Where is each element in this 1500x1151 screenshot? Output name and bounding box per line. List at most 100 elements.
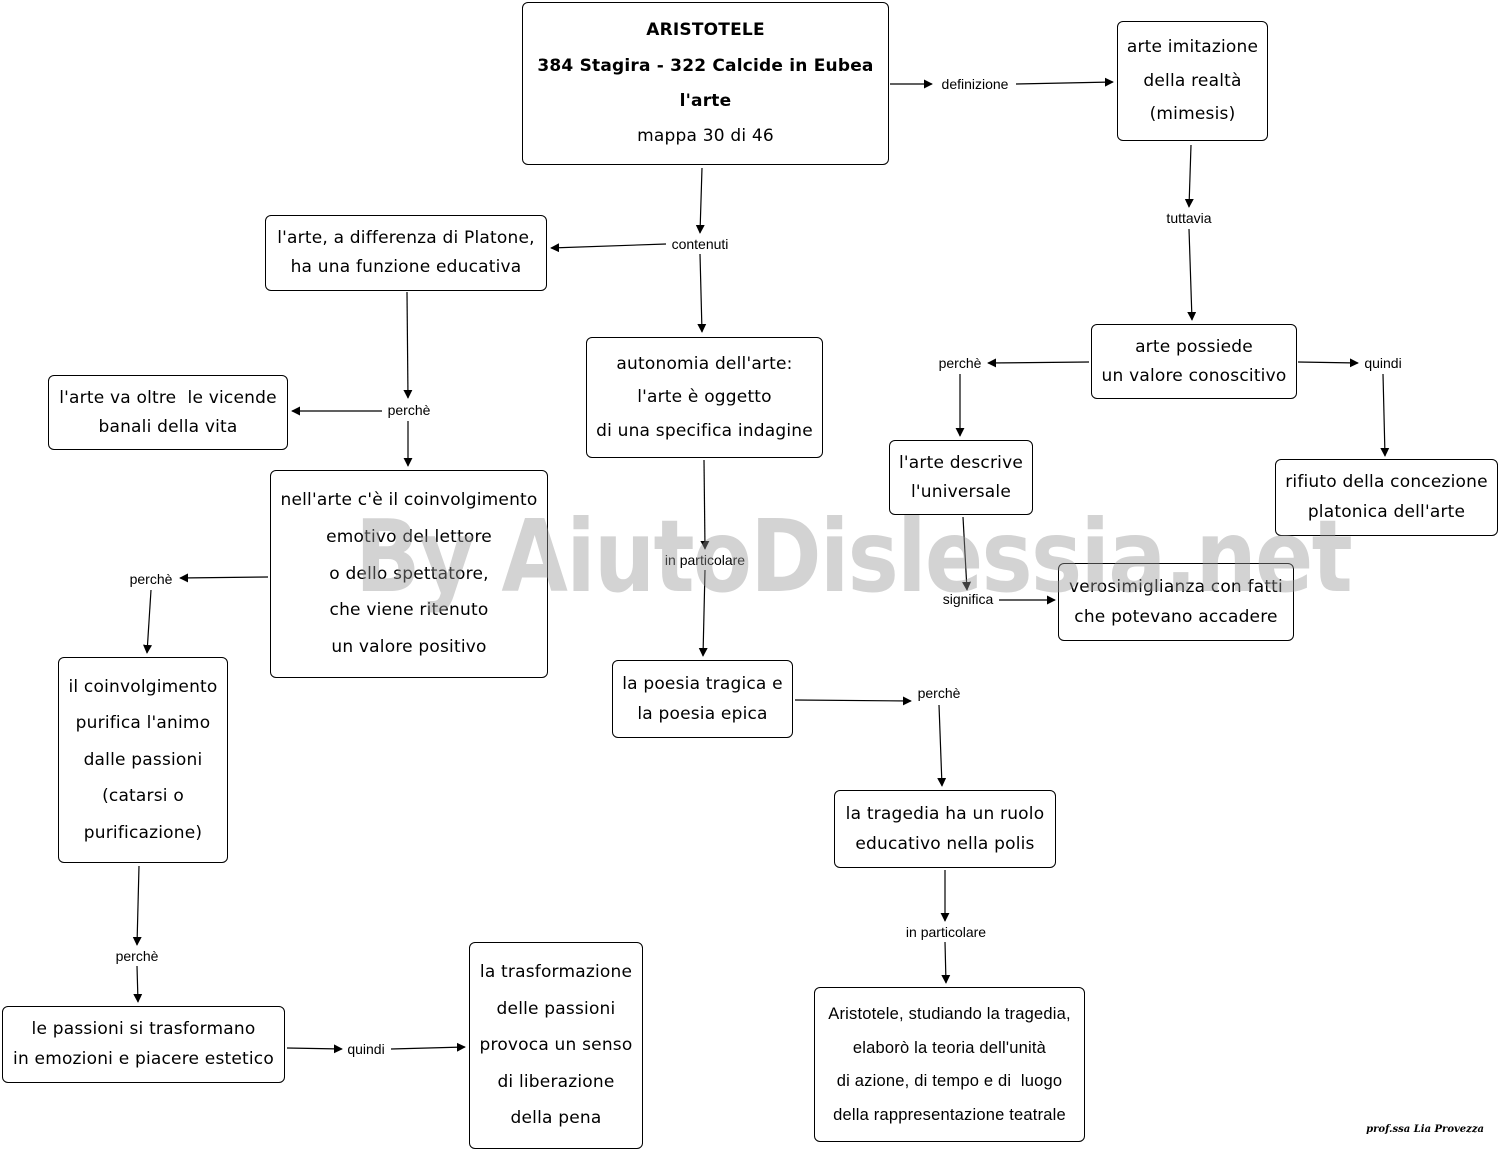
edge-passioni-quindi [286, 1044, 343, 1054]
node-line: verosimiglianza con fatti [1069, 576, 1283, 597]
node-passioni: le passioni si trasformano in emozioni e… [2, 1006, 285, 1083]
node-purifica: il coinvolgimento purifica l'animo dalle… [58, 657, 228, 863]
node-line: della realtà [1143, 70, 1242, 91]
title-topic: l'arte [679, 90, 732, 111]
edge-perche-purifica [143, 589, 153, 654]
node-poesia: la poesia tragica e la poesia epica [612, 660, 793, 738]
node-funzione-educativa: l'arte, a differenza di Platone, ha una … [265, 215, 547, 291]
node-line: di una specifica indagine [596, 420, 813, 441]
node-line: emotivo del lettore [326, 526, 492, 547]
node-title-aristotele: ARISTOTELE 384 Stagira - 322 Calcide in … [522, 2, 889, 165]
node-line: l'arte, a differenza di Platone, [277, 227, 535, 248]
node-line: ha una funzione educativa [290, 257, 522, 278]
node-line: la trasformazione [479, 961, 633, 982]
edge-imitazione-tuttavia [1184, 144, 1194, 208]
node-line: arte possiede [1135, 336, 1253, 357]
edge-poesia-perche [794, 696, 912, 706]
node-line: purificazione) [83, 822, 203, 843]
node-line: della rappresentazione teatrale [833, 1105, 1066, 1124]
node-imitazione: arte imitazione della realtà (mimesis) [1117, 21, 1268, 141]
node-line: di liberazione [497, 1071, 615, 1092]
node-line: banali della vita [98, 416, 238, 437]
edge-coinvolgimento-perche [179, 573, 269, 583]
node-coinvolgimento: nell'arte c'è il coinvolgimento emotivo … [270, 470, 548, 678]
node-rifiuto: rifiuto della concezione platonica dell'… [1275, 459, 1498, 536]
node-line: l'arte è oggetto [637, 387, 772, 408]
node-valore-conoscitivo: arte possiede un valore conoscitivo [1091, 324, 1297, 399]
node-line: purifica l'animo [75, 713, 211, 734]
link-label-perche: perchè [915, 685, 963, 701]
node-trasformazione: la trasformazione delle passioni provoca… [469, 942, 643, 1149]
edge-inparticolare-teoria [941, 941, 951, 984]
edge-quindi-rifiuto [1380, 373, 1390, 457]
link-label-perche: perchè [127, 571, 175, 587]
edge-purifica-perche [132, 865, 142, 946]
node-line: le passioni si trasformano [31, 1019, 256, 1040]
node-line: un valore conoscitivo [1101, 365, 1287, 386]
edge-contenuti-autonomia [697, 253, 707, 333]
link-label-perche: perchè [113, 948, 161, 964]
link-label-perche: perchè [936, 355, 984, 371]
node-verosimiglianza: verosimiglianza con fatti che potevano a… [1058, 563, 1294, 641]
edge-autonomia-inparticolare [700, 459, 710, 550]
link-label-perche: perchè [385, 402, 433, 418]
node-line: in emozioni e piacere estetico [13, 1049, 274, 1070]
node-line: il coinvolgimento [68, 676, 218, 697]
node-line: la poesia tragica e [622, 673, 783, 694]
node-line: un valore positivo [331, 637, 487, 658]
link-label-tuttavia: tuttavia [1164, 210, 1214, 226]
node-line: o dello spettatore, [329, 563, 489, 584]
node-line: che viene ritenuto [329, 600, 489, 621]
node-line: dalle passioni [83, 749, 203, 770]
node-line: l'arte va oltre le vicende [59, 387, 277, 408]
edge-perche-tragedia [937, 704, 947, 787]
title-name: ARISTOTELE [646, 20, 765, 41]
edge-perche-passioni [133, 965, 143, 1003]
link-label-in-particolare: in particolare [662, 552, 748, 568]
title-map-number: mappa 30 di 46 [637, 125, 774, 146]
edge-funzione-perche [403, 291, 413, 399]
node-tragedia-ruolo: la tragedia ha un ruolo educativo nella … [834, 790, 1056, 868]
node-line: elaborò la teoria dell'unità [852, 1038, 1047, 1057]
node-line: (catarsi o [102, 786, 184, 807]
node-line: delle passioni [496, 998, 616, 1019]
node-line: arte imitazione [1126, 37, 1259, 58]
node-autonomia: autonomia dell'arte: l'arte è oggetto di… [586, 337, 823, 458]
node-line: la tragedia ha un ruolo [845, 803, 1045, 824]
node-teoria-unita: Aristotele, studiando la tragedia, elabo… [814, 987, 1085, 1142]
author-signature: prof.ssa Lia Provezza [1366, 1124, 1484, 1135]
edge-tuttavia-valore [1187, 228, 1197, 321]
link-label-significa: significa [940, 591, 996, 607]
link-label-in-particolare: in particolare [903, 924, 989, 940]
edge-universale-significa [962, 516, 972, 591]
edge-quindi-trasformazione [390, 1042, 466, 1052]
node-line: della pena [510, 1108, 602, 1129]
node-line: di azione, di tempo e di luogo [836, 1072, 1063, 1091]
node-line: la poesia epica [637, 703, 768, 724]
link-label-definizione: definizione [939, 76, 1011, 92]
edge-contenuti-funzione [550, 243, 667, 253]
node-line: l'universale [910, 481, 1012, 502]
node-vicende: l'arte va oltre le vicende banali della … [48, 375, 288, 450]
node-line: Aristotele, studiando la tragedia, [828, 1005, 1071, 1024]
title-dates: 384 Stagira - 322 Calcide in Eubea [537, 55, 874, 76]
node-line: che potevano accadere [1074, 606, 1278, 627]
node-line: nell'arte c'è il coinvolgimento [280, 490, 538, 511]
edge-definizione-imitazione [1015, 77, 1114, 87]
edge-inparticolare-poesia [698, 569, 708, 657]
node-line: platonica dell'arte [1307, 502, 1466, 523]
node-line: autonomia dell'arte: [616, 353, 793, 374]
edge-valore-perche [987, 358, 1090, 368]
node-line: l'arte descrive [898, 452, 1024, 473]
link-label-contenuti: contenuti [669, 236, 731, 252]
node-line: provoca un senso [479, 1035, 633, 1056]
link-label-quindi: quindi [1362, 355, 1404, 371]
node-universale: l'arte descrive l'universale [889, 440, 1033, 515]
node-line: (mimesis) [1149, 103, 1236, 124]
edge-title-contenuti [695, 167, 705, 234]
edge-valore-quindi [1297, 358, 1359, 368]
link-label-quindi: quindi [345, 1041, 387, 1057]
node-line: rifiuto della concezione [1285, 472, 1488, 493]
node-line: educativo nella polis [855, 833, 1035, 854]
